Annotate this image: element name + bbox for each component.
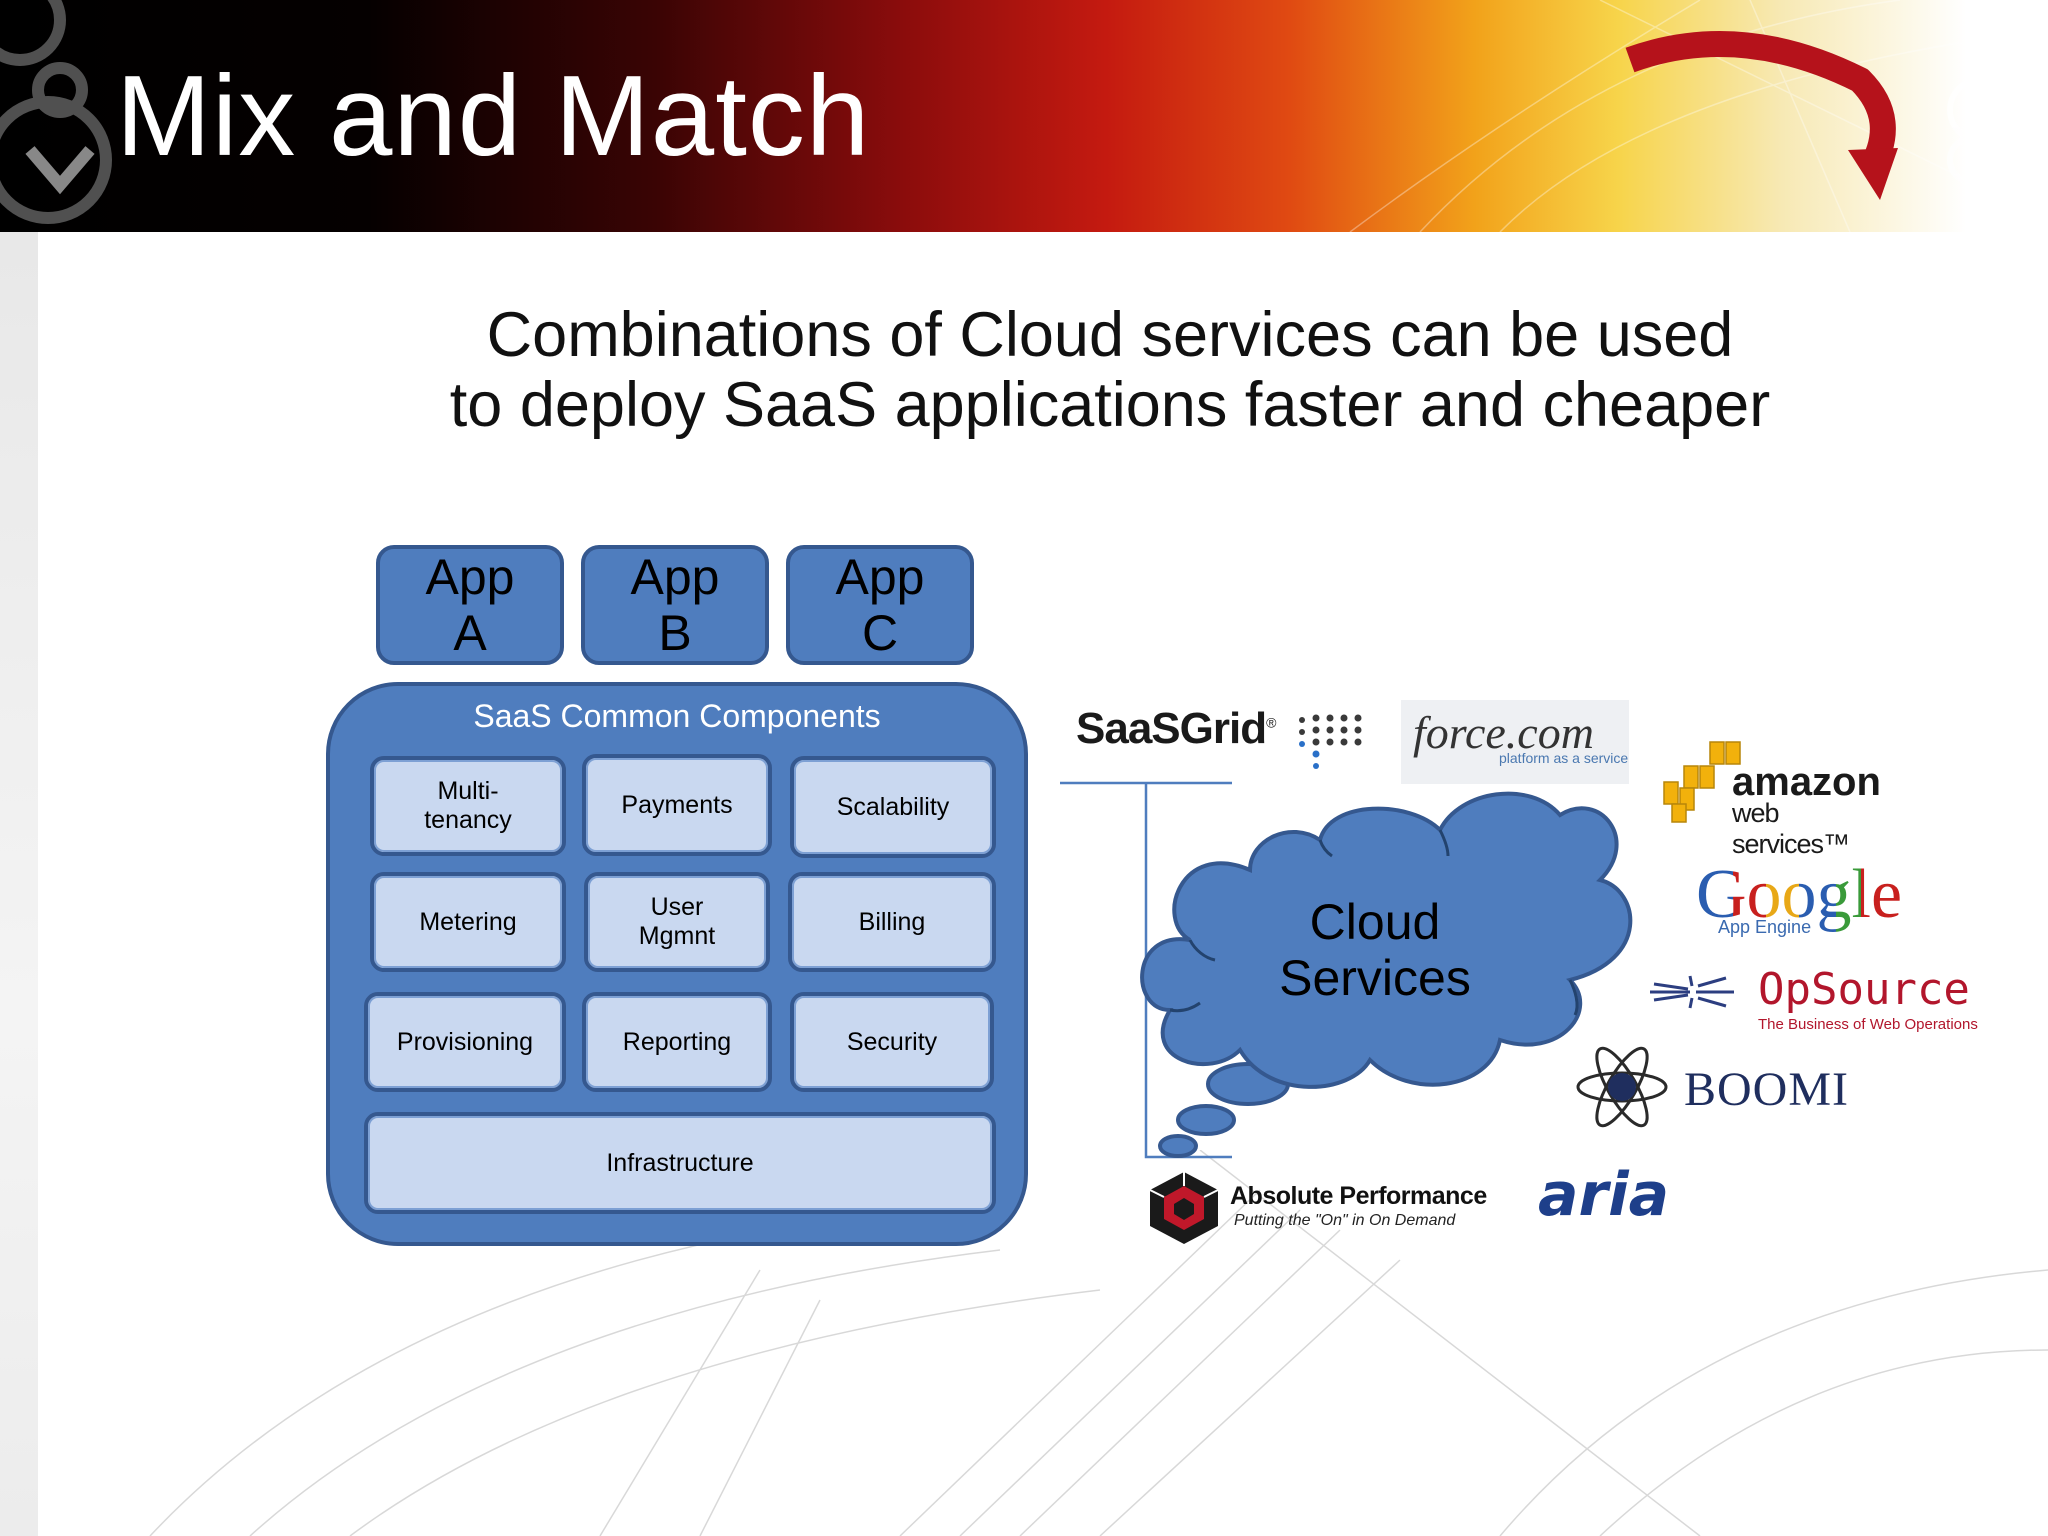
opsource-logo-text: OpSource (1758, 964, 1970, 1015)
app-a-label-1: App (425, 549, 515, 605)
saasgrid-logo-text: SaaSGrid (1076, 704, 1267, 753)
opsource-burst-icon (1650, 975, 1734, 1009)
saasgrid-registered-mark: ® (1266, 714, 1276, 731)
component-security: Security (790, 992, 994, 1092)
saasgrid-logo: SaaSGrid® (1076, 704, 1362, 769)
slide-title: Mix and Match (116, 53, 871, 180)
force-com-logo: force.com platform as a service (1401, 700, 1629, 784)
amazon-logo-text: amazon (1732, 760, 1881, 804)
subtitle-line-2: to deploy SaaS applications faster and c… (449, 370, 1771, 440)
component-infrastructure: Infrastructure (364, 1112, 996, 1214)
boomi-logo-text: BOOMI (1684, 1063, 1850, 1116)
google-app-engine-logo: Google App Engine (1696, 855, 1903, 937)
slide-subtitle: Combinations of Cloud services can be us… (360, 300, 1860, 440)
header-banner: Mix and Match (0, 0, 2048, 232)
connector-bracket (1060, 781, 1232, 1159)
aria-logo: aria (1538, 1160, 1670, 1230)
cloud-label-line-2: Services (1279, 950, 1471, 1006)
app-c-box: App C (786, 545, 974, 665)
force-logo-text: force.com (1413, 707, 1594, 758)
component-label: Provisioning (396, 1027, 534, 1056)
component-label: Security (846, 1027, 938, 1056)
left-decoration-strip (0, 232, 38, 1536)
saas-box-title: SaaS Common Components (473, 698, 881, 734)
saasgrid-dots-icon (1299, 714, 1362, 769)
infrastructure-label: Infrastructure (606, 1148, 754, 1177)
app-a-label-2: A (453, 605, 487, 661)
app-b-label-2: B (658, 605, 692, 661)
component-scalability: Scalability (790, 756, 996, 858)
saas-common-components-box: SaaS Common Components Multi-tenancy Pay… (326, 682, 1028, 1246)
amazon-logo-subtext: web services™ (1732, 798, 1850, 859)
component-label: Mgmnt (638, 922, 716, 950)
component-label: tenancy (424, 806, 512, 834)
component-label: Metering (419, 907, 517, 936)
google-logo-subtext: App Engine (1718, 917, 1812, 937)
component-billing: Billing (788, 872, 996, 972)
component-label: Reporting (622, 1027, 732, 1056)
force-logo-tagline: platform as a service (1499, 750, 1629, 766)
app-c-label-1: App (835, 549, 925, 605)
component-label: User (650, 893, 704, 921)
component-label: Scalability (836, 792, 950, 821)
app-b-label-1: App (630, 549, 720, 605)
absolute-performance-tagline: Putting the "On" in On Demand (1234, 1212, 1456, 1229)
background-wireframe-graphic (149, 1150, 2048, 1536)
cloud-services-shape (1140, 791, 1633, 1158)
component-payments: Payments (582, 754, 772, 856)
component-label: Billing (858, 907, 926, 936)
component-label: Multi- (437, 777, 499, 805)
component-label: Payments (621, 790, 733, 819)
opsource-logo-tagline: The Business of Web Operations (1758, 1016, 1978, 1033)
app-b-box: App B (581, 545, 769, 665)
aws-cubes-icon (1663, 741, 1741, 823)
app-a-box: App A (376, 545, 564, 665)
component-metering: Metering (370, 872, 566, 972)
cloud-label-line-1: Cloud (1309, 894, 1441, 950)
absolute-performance-logo-text: Absolute Performance (1230, 1182, 1487, 1210)
subtitle-line-1: Combinations of Cloud services can be us… (486, 300, 1734, 370)
header-decoration-graphic (0, 0, 2048, 232)
component-multi-tenancy: Multi-tenancy (370, 756, 566, 856)
google-logo-text: Google (1696, 856, 1903, 933)
component-provisioning: Provisioning (364, 992, 566, 1092)
absolute-performance-cube-icon (1149, 1172, 1219, 1244)
component-reporting: Reporting (582, 992, 772, 1092)
boomi-atom-icon (1576, 1046, 1668, 1128)
cloud-services-label: Cloud Services (1215, 894, 1535, 1006)
app-c-label-2: C (861, 605, 899, 661)
